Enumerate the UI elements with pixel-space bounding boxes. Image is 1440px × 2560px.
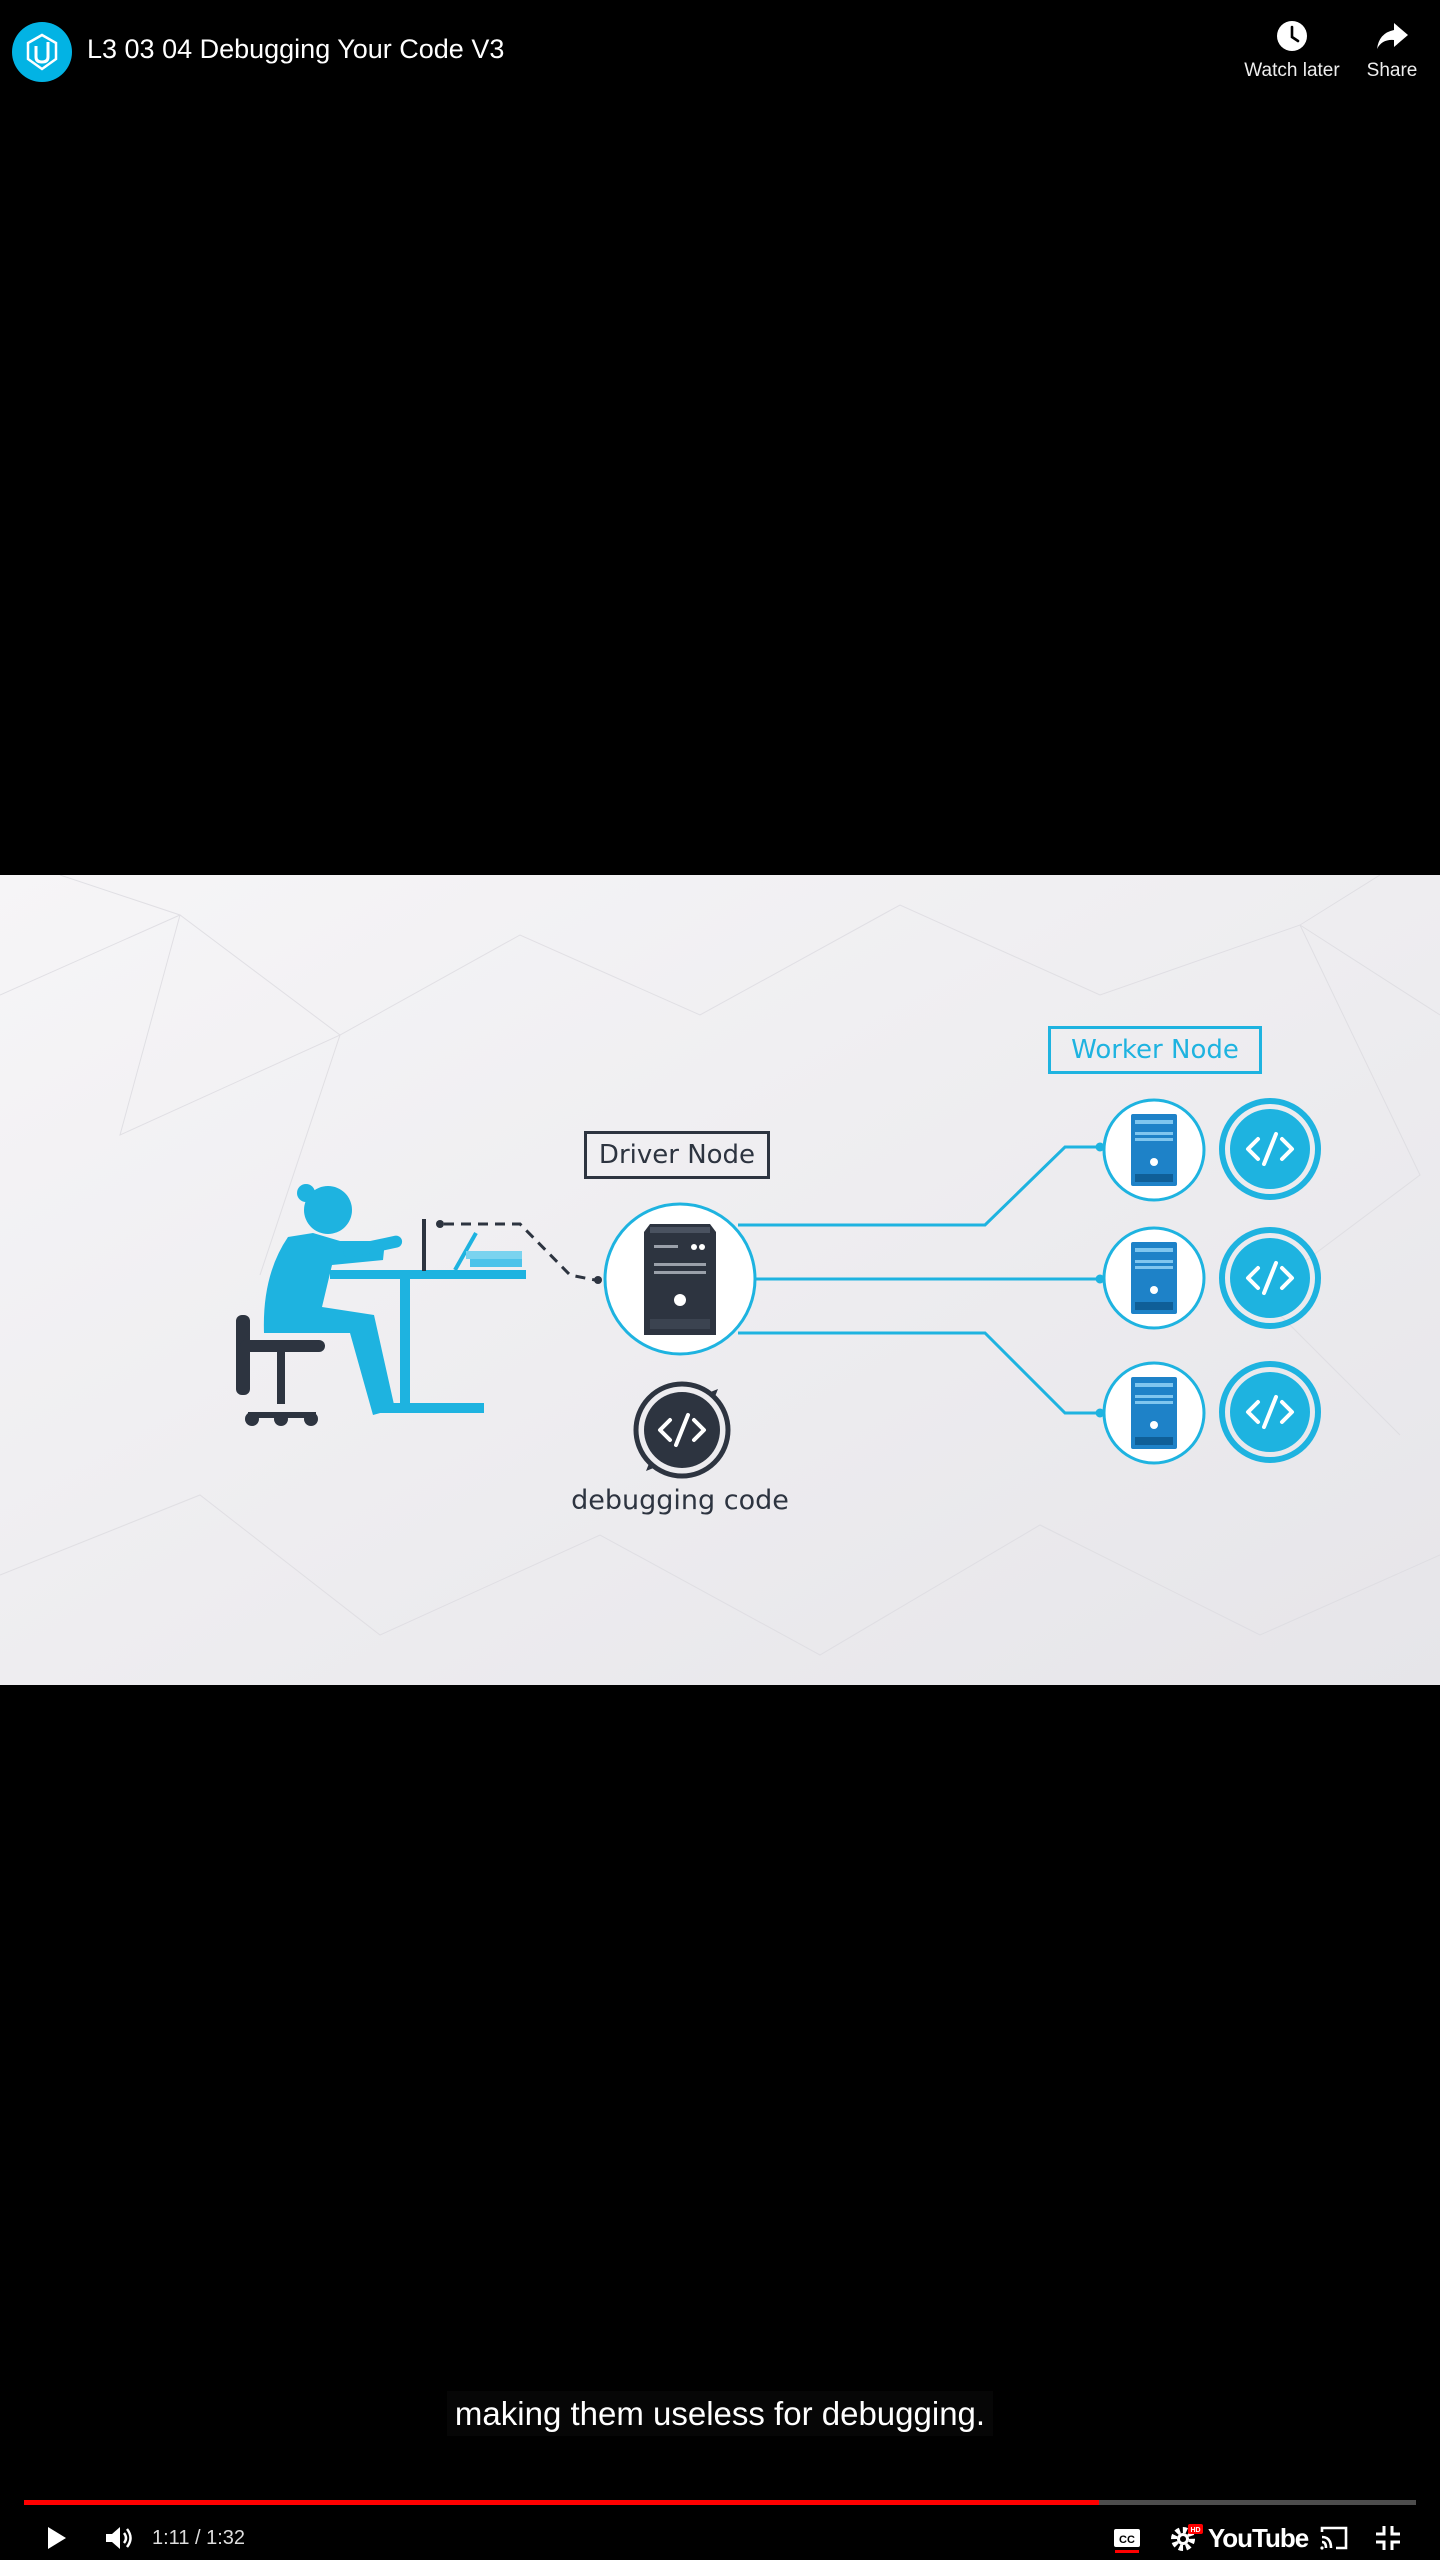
caption-text: making them useless for debugging. <box>446 2391 994 2436</box>
clock-icon <box>1277 21 1307 51</box>
svg-text:CC: CC <box>1119 2534 1135 2546</box>
watch-later-label: Watch later <box>1244 60 1340 81</box>
worker-code-2-icon <box>1219 1227 1321 1329</box>
debugging-code-icon <box>633 1381 731 1479</box>
worker-node-label: Worker Node <box>1048 1026 1262 1074</box>
share-label: Share <box>1366 60 1418 81</box>
share-button[interactable]: Share <box>1356 18 1428 82</box>
worker-node-1-icon <box>1102 1098 1206 1202</box>
driver-node-label: Driver Node <box>584 1131 770 1179</box>
video-frame[interactable]: Driver Node Worker Node debugging code <box>0 875 1440 1685</box>
udacity-logo-icon <box>26 33 58 71</box>
settings-icon: HD <box>1171 2524 1203 2551</box>
cast-icon <box>1320 2526 1348 2550</box>
subtitles-button[interactable]: CC <box>1108 2518 1146 2558</box>
progress-bar[interactable] <box>24 2500 1416 2505</box>
time-display: 1:11 / 1:32 <box>152 2526 246 2549</box>
channel-logo[interactable] <box>12 22 72 82</box>
driver-node-server-icon <box>603 1202 757 1356</box>
exit-fullscreen-button[interactable] <box>1368 2518 1408 2558</box>
svg-text:HD: HD <box>1190 2527 1200 2534</box>
worker-connection-lines-icon <box>738 1142 1105 1418</box>
developer-at-desk-icon <box>236 1184 526 1426</box>
volume-button[interactable] <box>98 2518 142 2558</box>
worker-node-3-icon <box>1102 1361 1206 1465</box>
watch-later-button[interactable]: Watch later <box>1236 18 1348 82</box>
worker-node-2-icon <box>1102 1226 1206 1330</box>
settings-button[interactable]: HD <box>1164 2518 1208 2558</box>
video-title[interactable]: L3 03 04 Debugging Your Code V3 <box>87 34 505 64</box>
play-icon <box>48 2527 66 2549</box>
youtube-logo-button[interactable]: YouTube <box>1207 2522 1309 2553</box>
dashed-connector-icon <box>436 1220 602 1284</box>
exit-fullscreen-icon <box>1376 2526 1400 2550</box>
debugging-code-label: debugging code <box>571 1485 789 1516</box>
subtitles-icon: CC <box>1114 2529 1140 2553</box>
worker-code-1-icon <box>1219 1098 1321 1200</box>
volume-icon <box>106 2527 132 2549</box>
worker-code-3-icon <box>1219 1361 1321 1463</box>
diagram-illustration <box>0 875 1440 1685</box>
cast-button[interactable] <box>1314 2518 1354 2558</box>
progress-played <box>24 2500 1099 2505</box>
share-icon <box>1377 23 1408 49</box>
play-button[interactable] <box>36 2518 76 2558</box>
video-top-bar: L3 03 04 Debugging Your Code V3 Watch la… <box>0 0 1440 110</box>
subtitle-caption: making them useless for debugging. <box>0 2391 1440 2436</box>
